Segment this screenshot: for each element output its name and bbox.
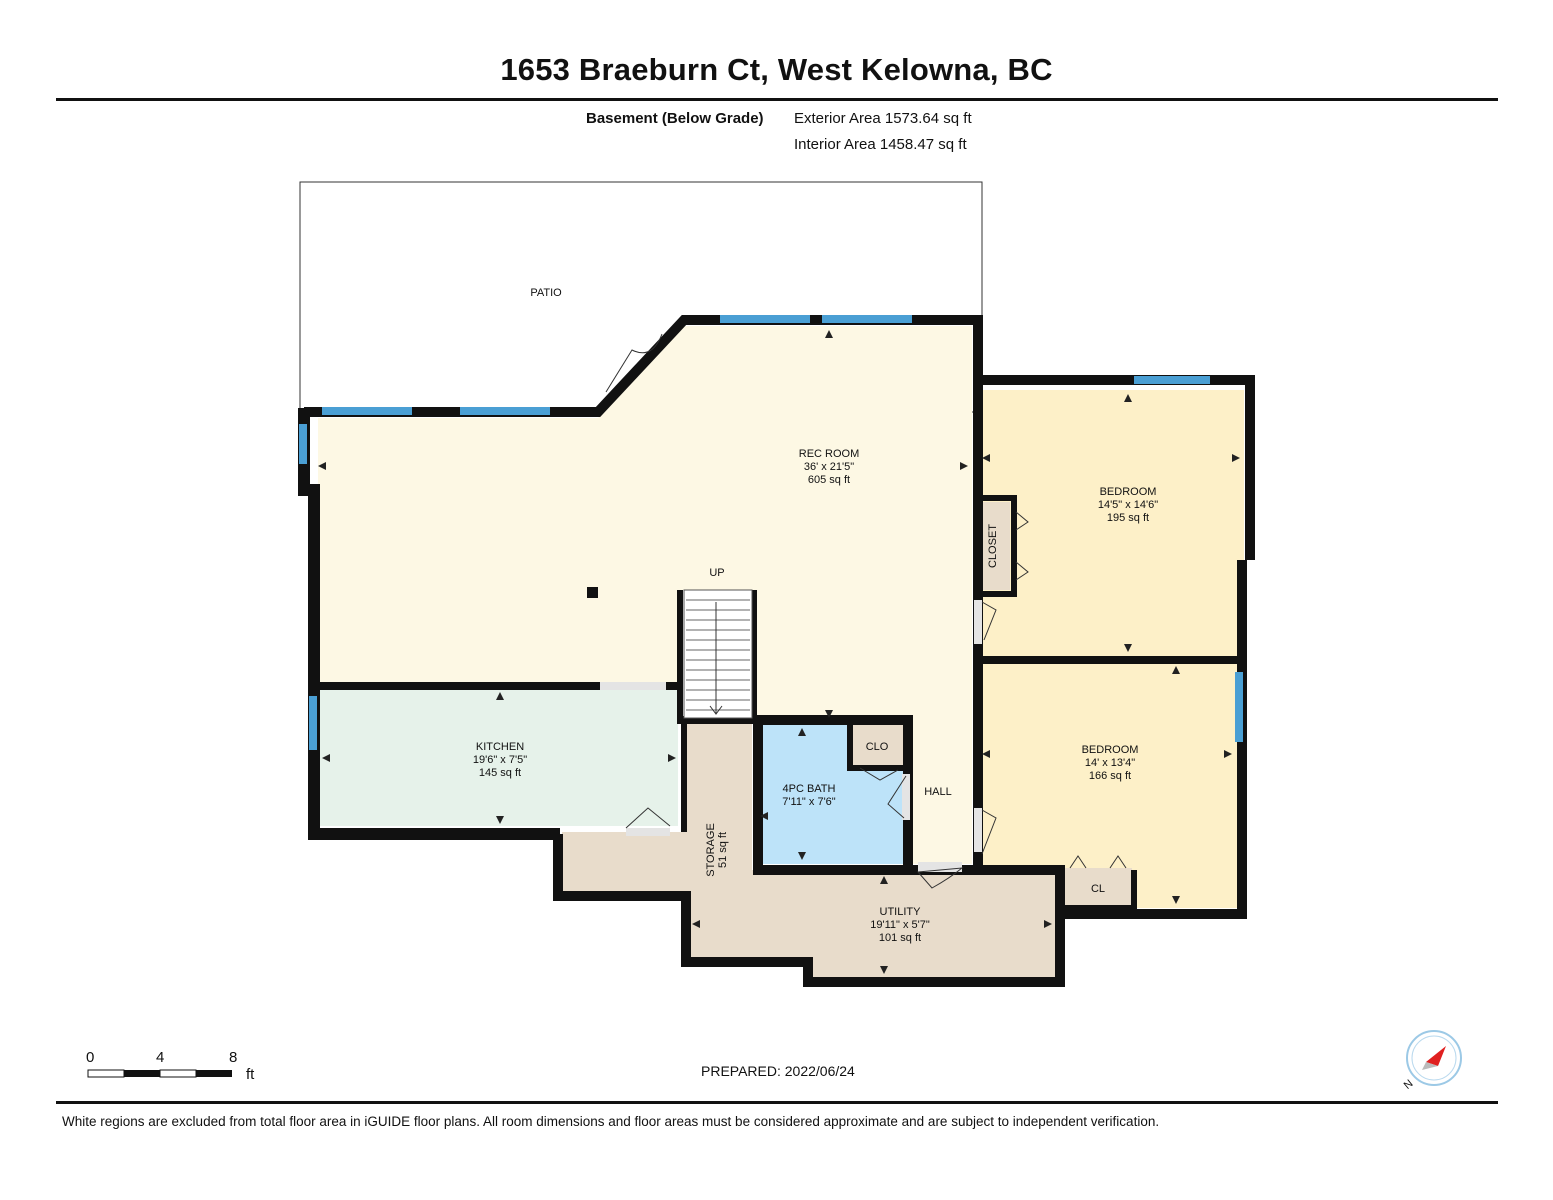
bath-name: 4PC BATH	[783, 783, 836, 795]
column	[587, 587, 598, 598]
stairs-label: UP	[709, 567, 724, 579]
hall-label: HALL	[924, 786, 952, 798]
kitchen-fill	[320, 690, 678, 826]
cl-label: CL	[1091, 883, 1105, 895]
scale-tick-4: 4	[156, 1049, 165, 1066]
room-labels: PATIO REC ROOM 36' x 21'5" 605 sq ft BED…	[473, 287, 1158, 944]
scale-unit: ft	[246, 1066, 255, 1083]
storage-area: 51 sq ft	[717, 832, 729, 868]
bath-dims: 7'11" x 7'6"	[782, 796, 835, 808]
scale-tick-8: 8	[229, 1049, 238, 1066]
kitchen-name: KITCHEN	[476, 741, 524, 753]
bedroom1-name: BEDROOM	[1100, 486, 1157, 498]
door-swings	[605, 333, 1127, 889]
bedroom1-dims: 14'5" x 14'6"	[1098, 499, 1158, 511]
bedroom1-fill	[978, 390, 1244, 656]
rec-room-dims: 36' x 21'5"	[804, 461, 854, 473]
clo-fill	[848, 724, 906, 768]
scale-bar	[87, 1069, 232, 1078]
floor-label: Basement (Below Grade)	[586, 110, 764, 127]
dimension-markers	[318, 330, 1240, 974]
compass-north-label: N	[1402, 1078, 1416, 1092]
windows	[299, 315, 1243, 750]
interior-area: Interior Area 1458.47 sq ft	[794, 136, 967, 153]
footer-disclaimer: White regions are excluded from total fl…	[62, 1114, 1160, 1129]
door-openings	[600, 600, 982, 872]
closet-fill	[978, 502, 1010, 590]
utility-area: 101 sq ft	[879, 932, 921, 944]
rec-room-fill	[318, 326, 972, 864]
closet-label: CLOSET	[987, 524, 999, 568]
kitchen-area: 145 sq ft	[479, 767, 521, 779]
prepared-date: PREPARED: 2022/06/24	[701, 1063, 855, 1079]
clo-label: CLO	[866, 741, 889, 753]
scale-tick-0: 0	[86, 1049, 95, 1066]
compass-icon: N	[1402, 1030, 1462, 1092]
bedroom1-area: 195 sq ft	[1107, 512, 1149, 524]
bedroom2-name: BEDROOM	[1082, 744, 1139, 756]
rec-room-name: REC ROOM	[799, 448, 860, 460]
kitchen-dims: 19'6" x 7'5"	[473, 754, 527, 766]
bedroom2-dims: 14' x 13'4"	[1085, 757, 1135, 769]
utility-dims: 19'11" x 5'7"	[870, 919, 930, 931]
stairs	[683, 589, 753, 719]
patio-label: PATIO	[530, 287, 562, 299]
utility-name: UTILITY	[880, 906, 922, 918]
storage-name: STORAGE	[705, 823, 717, 877]
cl-fill	[1062, 868, 1132, 908]
page-title: 1653 Braeburn Ct, West Kelowna, BC	[500, 52, 1053, 87]
header-rule	[56, 98, 1498, 101]
footer-rule	[56, 1101, 1498, 1104]
rec-room-area: 605 sq ft	[808, 474, 850, 486]
bedroom2-area: 166 sq ft	[1089, 770, 1131, 782]
exterior-area: Exterior Area 1573.64 sq ft	[794, 110, 972, 127]
